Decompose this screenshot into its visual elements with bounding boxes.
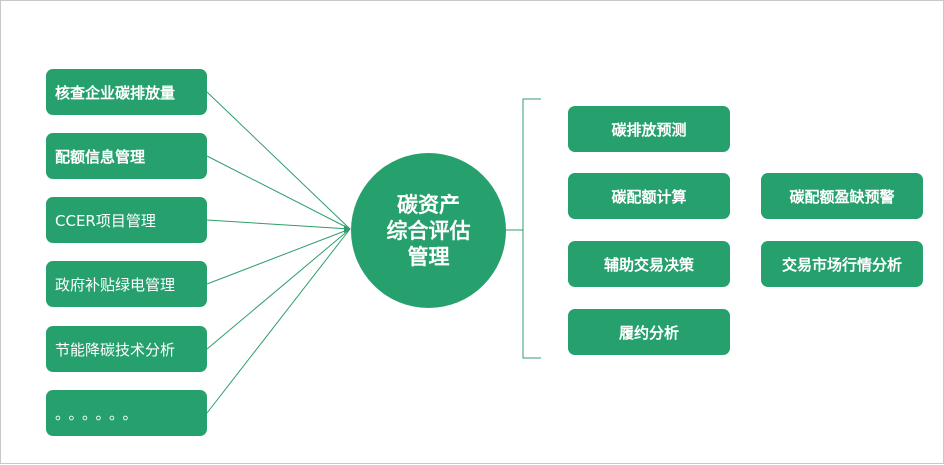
left-item-quota-info: 配额信息管理 xyxy=(46,133,207,179)
center-node: 碳资产 综合评估 管理 xyxy=(351,153,506,308)
left-item-more: 。。。。。。 xyxy=(46,390,207,436)
arrow-head xyxy=(344,225,351,233)
left-item-label: CCER项目管理 xyxy=(55,211,156,230)
right-item-emission-forecast: 碳排放预测 xyxy=(568,106,730,152)
left-item-subsidy-green-power: 政府补贴绿电管理 xyxy=(46,261,207,307)
right-item-label: 履约分析 xyxy=(618,323,679,342)
left-item-label: 政府补贴绿电管理 xyxy=(55,275,176,294)
left-item-ccer-project: CCER项目管理 xyxy=(46,197,207,243)
right-item-label: 碳配额盈缺预警 xyxy=(789,187,895,206)
connector-line xyxy=(206,228,351,350)
connector-line xyxy=(206,228,351,285)
right-item-label: 碳配额计算 xyxy=(611,187,687,206)
left-item-label: 核查企业碳排放量 xyxy=(55,83,176,102)
connector-line xyxy=(206,219,351,230)
connector-line xyxy=(206,228,351,414)
right-item-quota-surplus-warning: 碳配额盈缺预警 xyxy=(761,173,923,219)
bracket-line xyxy=(522,98,541,359)
right-item-label: 碳排放预测 xyxy=(611,120,687,139)
connector-line xyxy=(206,155,351,230)
right-item-trading-decision: 辅助交易决策 xyxy=(568,241,730,287)
left-item-label: 节能降碳技术分析 xyxy=(55,340,176,359)
left-item-energy-saving-tech: 节能降碳技术分析 xyxy=(46,326,207,372)
right-item-market-analysis: 交易市场行情分析 xyxy=(761,241,923,287)
left-item-verify-emissions: 核查企业碳排放量 xyxy=(46,69,207,115)
right-item-quota-calc: 碳配额计算 xyxy=(568,173,730,219)
right-item-label: 辅助交易决策 xyxy=(603,255,694,274)
right-item-compliance-analysis: 履约分析 xyxy=(568,309,730,355)
center-line-3: 管理 xyxy=(407,244,450,269)
right-item-label: 交易市场行情分析 xyxy=(781,255,902,274)
center-line-2: 综合评估 xyxy=(386,218,471,243)
left-item-label: 。。。。。。 xyxy=(55,404,144,423)
center-line-1: 碳资产 xyxy=(397,192,460,217)
connector-line xyxy=(206,91,351,230)
left-item-label: 配额信息管理 xyxy=(55,147,146,166)
